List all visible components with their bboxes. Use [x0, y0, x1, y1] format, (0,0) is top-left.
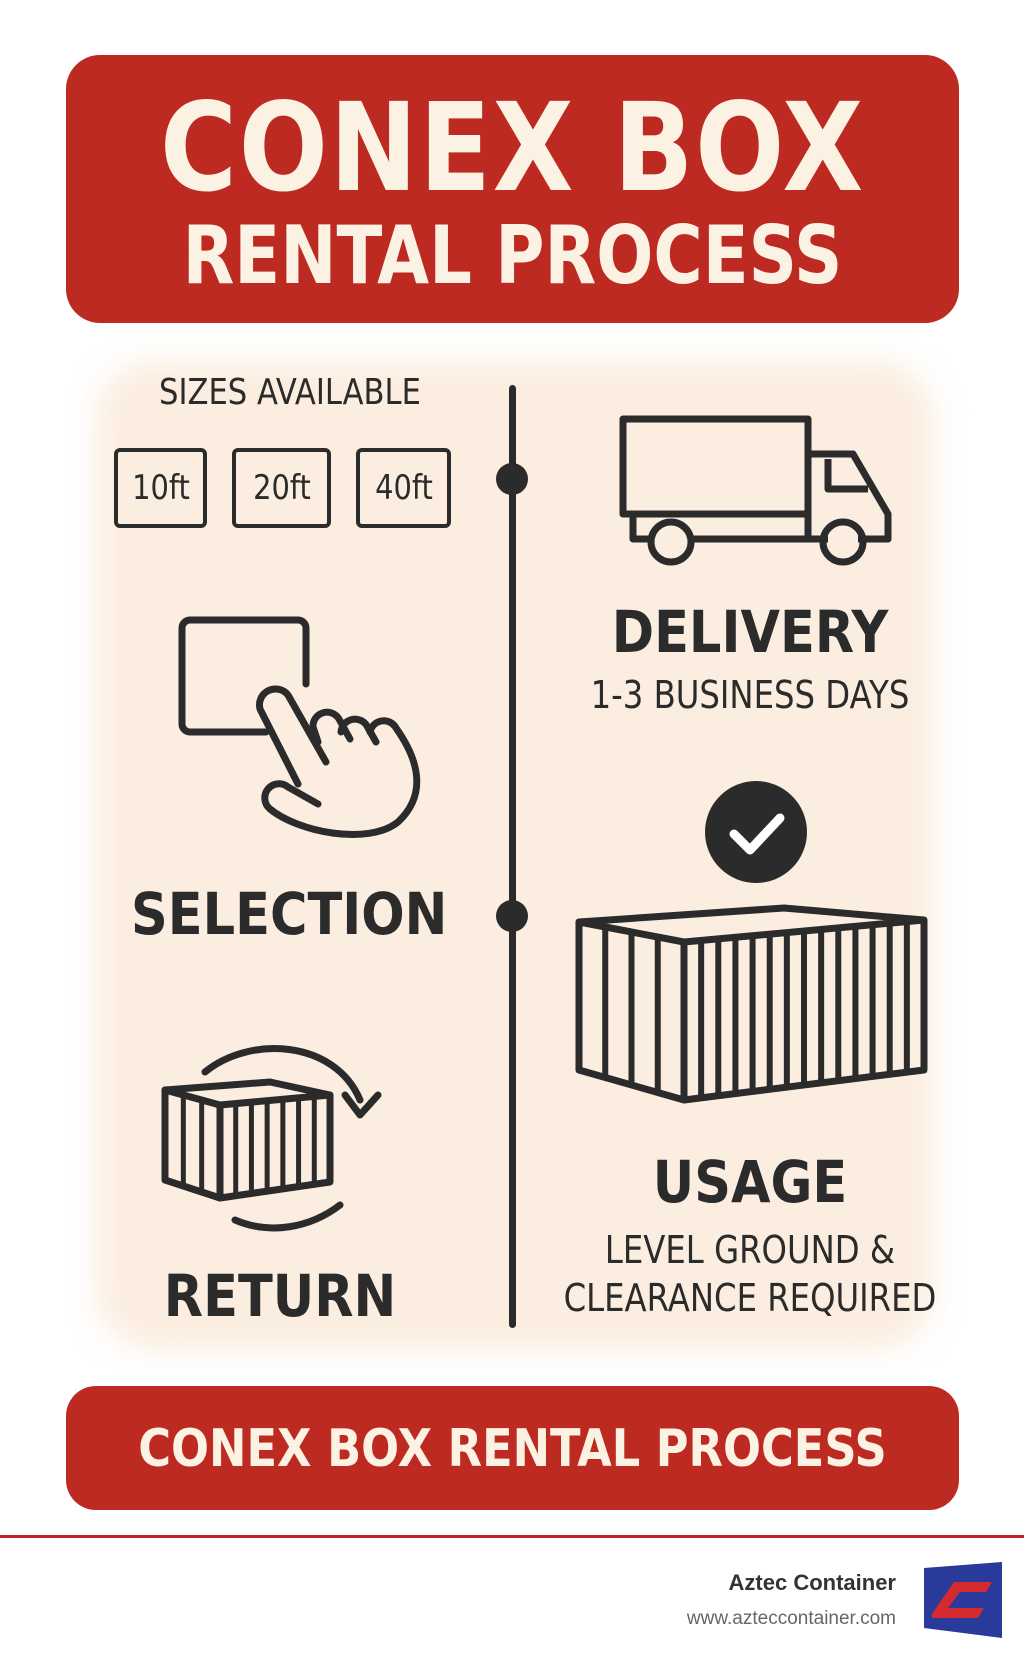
divider — [0, 1535, 1024, 1538]
title-line1: CONEX BOX — [160, 77, 865, 219]
truck-icon — [619, 415, 892, 566]
aztec-container-logo — [924, 1562, 1002, 1638]
size-option-40ft: 40ft — [356, 448, 451, 528]
size-label: 10ft — [131, 468, 190, 508]
timeline-dot — [496, 900, 528, 932]
size-option-10ft: 10ft — [114, 448, 207, 528]
selection-title: SELECTION — [131, 880, 448, 948]
hand-pointer-icon — [178, 616, 421, 838]
footer-banner: CONEX BOX RENTAL PROCESS — [66, 1386, 959, 1510]
usage-subtitle-line2: CLEARANCE REQUIRED — [563, 1276, 937, 1320]
delivery-subtitle: 1-3 BUSINESS DAYS — [590, 673, 910, 717]
usage-subtitle-line1: LEVEL GROUND & — [604, 1228, 896, 1272]
timeline-dot — [496, 463, 528, 495]
brand-name: Aztec Container — [728, 1570, 896, 1595]
size-label: 40ft — [374, 468, 433, 508]
brand-url[interactable]: www.azteccontainer.com — [686, 1608, 896, 1629]
delivery-title: DELIVERY — [611, 598, 889, 666]
title-line2: RENTAL PROCESS — [182, 209, 843, 302]
checkmark-circle-icon — [705, 781, 807, 883]
usage-title: USAGE — [652, 1148, 848, 1216]
size-label: 20ft — [252, 468, 311, 508]
header-banner: CONEX BOX RENTAL PROCESS — [66, 55, 959, 323]
return-title: RETURN — [163, 1262, 397, 1330]
container-return-icon — [161, 1045, 382, 1232]
size-option-20ft: 20ft — [232, 448, 331, 528]
footer-banner-text: CONEX BOX RENTAL PROCESS — [138, 1419, 887, 1479]
timeline-line — [509, 385, 516, 1328]
shipping-container-icon — [575, 904, 928, 1104]
sizes-label: SIZES AVAILABLE — [159, 372, 421, 413]
